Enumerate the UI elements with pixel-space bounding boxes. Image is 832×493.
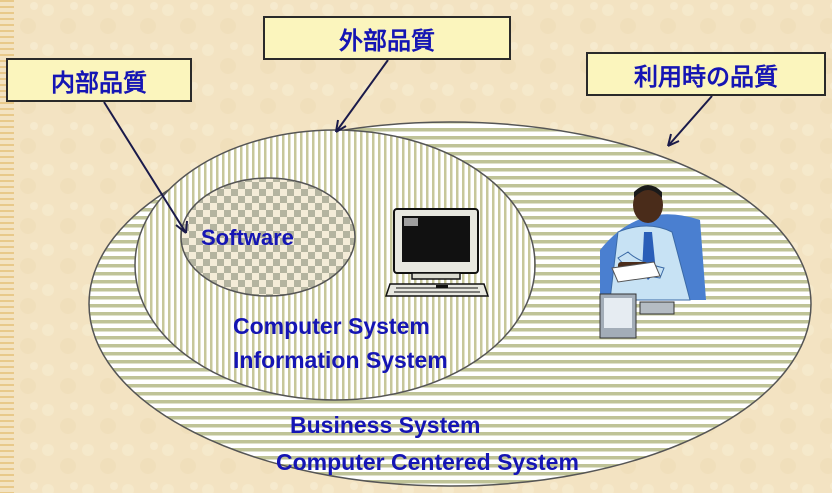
arrow-external-quality: [335, 59, 389, 133]
quality-in-use-text: 利用時の品質: [634, 62, 778, 91]
businessman-icon: [599, 185, 706, 339]
software-label: Software: [201, 225, 294, 250]
quality-in-use-label: 利用時の品質: [586, 52, 826, 96]
computer-system-label: Computer System: [233, 313, 430, 339]
computer-icon: [384, 208, 490, 297]
arrow-quality-in-use: [667, 95, 713, 147]
computer-centered-system-label: Computer Centered System: [276, 449, 579, 475]
software-ellipse: [180, 177, 356, 297]
information-system-label: Information System: [233, 347, 448, 373]
external-quality-label: 外部品質: [263, 16, 511, 60]
internal-quality-label: 内部品質: [6, 58, 192, 102]
external-quality-text: 外部品質: [339, 26, 435, 55]
internal-quality-text: 内部品質: [51, 68, 147, 97]
left-edge-decoration: [0, 0, 14, 493]
arrow-internal-quality: [103, 101, 188, 234]
business-system-label: Business System: [290, 412, 481, 438]
